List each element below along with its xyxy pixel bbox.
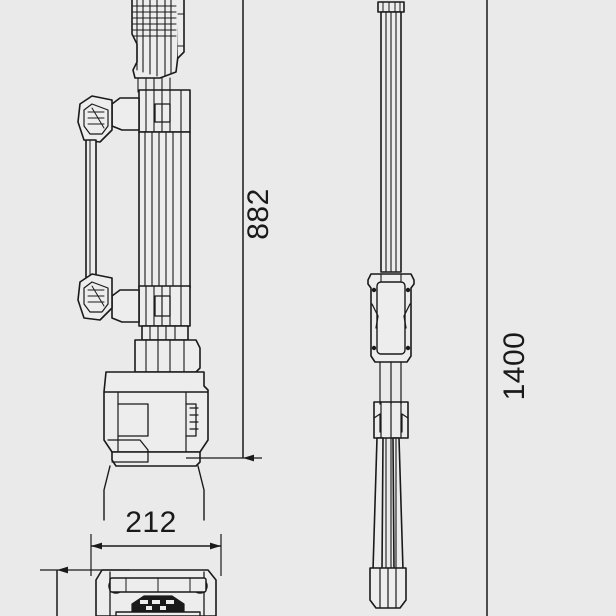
dimension-front-height-leader [40, 566, 130, 616]
lower-clamp-body [138, 285, 191, 327]
view-front-base [95, 569, 217, 616]
dimension-212 [90, 534, 222, 576]
dim-212-value: 212 [125, 506, 177, 539]
view-side-extended [367, 1, 415, 609]
skirt-left-edge [103, 465, 111, 521]
handle-bar [85, 139, 97, 291]
view-side-collapsed [77, 0, 209, 521]
skirt-right-edge [197, 465, 205, 521]
upper-handle-arm [111, 97, 140, 131]
vent-slots [189, 407, 199, 430]
clamp-inner-face [376, 281, 406, 355]
clamp-bolt-holes [371, 287, 411, 351]
dim-1400-value: 1400 [498, 332, 531, 401]
upper-clamp-body [138, 89, 191, 133]
dimension-882 [186, 0, 262, 462]
dim-882-value: 882 [242, 188, 275, 240]
front-lower-band [115, 611, 201, 616]
main-column [138, 131, 191, 289]
upper-handle-grip [77, 95, 113, 143]
base-foot [111, 451, 201, 467]
clamp-levers [371, 303, 411, 329]
gear-housing-top [134, 339, 201, 373]
collar [141, 325, 189, 341]
lower-handle-arm [111, 289, 140, 323]
lower-handle-grip [77, 273, 113, 321]
